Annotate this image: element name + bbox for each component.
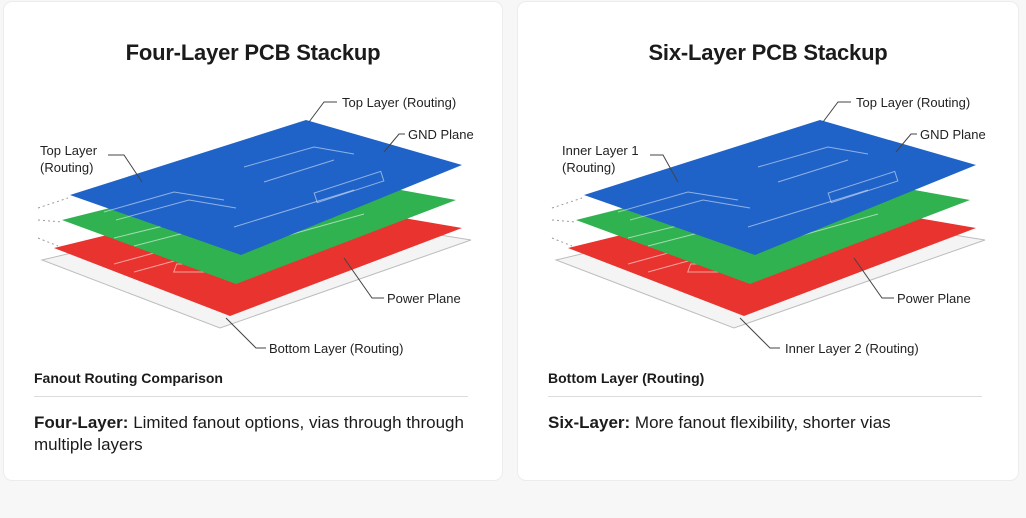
label-inner-layer-2: Inner Layer 2 (Routing) bbox=[785, 341, 919, 356]
description: Six-Layer: More fanout flexibility, shor… bbox=[548, 412, 988, 434]
blue-layer-traces bbox=[617, 146, 899, 228]
layer-separator-dots bbox=[551, 197, 583, 247]
leader-lines bbox=[108, 101, 405, 349]
leader-lines bbox=[650, 101, 917, 349]
label-power-plane: Power Plane bbox=[897, 291, 971, 306]
blue-layer bbox=[70, 120, 462, 255]
label-inner-layer-1-line2: (Routing) bbox=[562, 160, 615, 175]
label-gnd-plane: GND Plane bbox=[408, 127, 474, 142]
label-top-layer: Top Layer (Routing) bbox=[856, 95, 970, 110]
description-text: More fanout flexibility, shorter vias bbox=[630, 413, 891, 432]
layer-separator-dots bbox=[37, 197, 69, 247]
description-bold: Six-Layer: bbox=[548, 413, 631, 432]
blue-layer bbox=[584, 120, 976, 255]
label-top-layer-left-line2: (Routing) bbox=[40, 160, 93, 175]
section-heading: Fanout Routing Comparison bbox=[34, 370, 223, 386]
label-power-plane: Power Plane bbox=[387, 291, 461, 306]
blue-layer-traces bbox=[103, 146, 385, 228]
label-inner-layer-1-line1: Inner Layer 1 bbox=[562, 143, 639, 158]
four-layer-stack-diagram: Top Layer (Routing) GND Plane Top Layer … bbox=[37, 95, 474, 356]
label-top-layer: Top Layer (Routing) bbox=[342, 95, 456, 110]
panel-title: Six-Layer PCB Stackup bbox=[648, 40, 888, 65]
six-layer-stack-diagram: Top Layer (Routing) GND Plane Inner Laye… bbox=[551, 95, 986, 356]
six-layer-panel: Six-Layer PCB Stackup bbox=[518, 2, 1018, 480]
divider bbox=[548, 396, 982, 397]
description: Four-Layer: Limited fanout options, vias… bbox=[34, 412, 474, 456]
label-bottom-layer: Bottom Layer (Routing) bbox=[269, 341, 403, 356]
panel-title: Four-Layer PCB Stackup bbox=[125, 40, 381, 65]
section-heading: Bottom Layer (Routing) bbox=[548, 370, 705, 386]
divider bbox=[34, 396, 468, 397]
description-bold: Four-Layer: bbox=[34, 413, 129, 432]
label-gnd-plane: GND Plane bbox=[920, 127, 986, 142]
label-top-layer-left-line1: Top Layer bbox=[40, 143, 98, 158]
four-layer-panel: Four-Layer PCB Stackup bbox=[4, 2, 502, 480]
description-text: Limited fanout options, vias through thr… bbox=[34, 413, 464, 454]
